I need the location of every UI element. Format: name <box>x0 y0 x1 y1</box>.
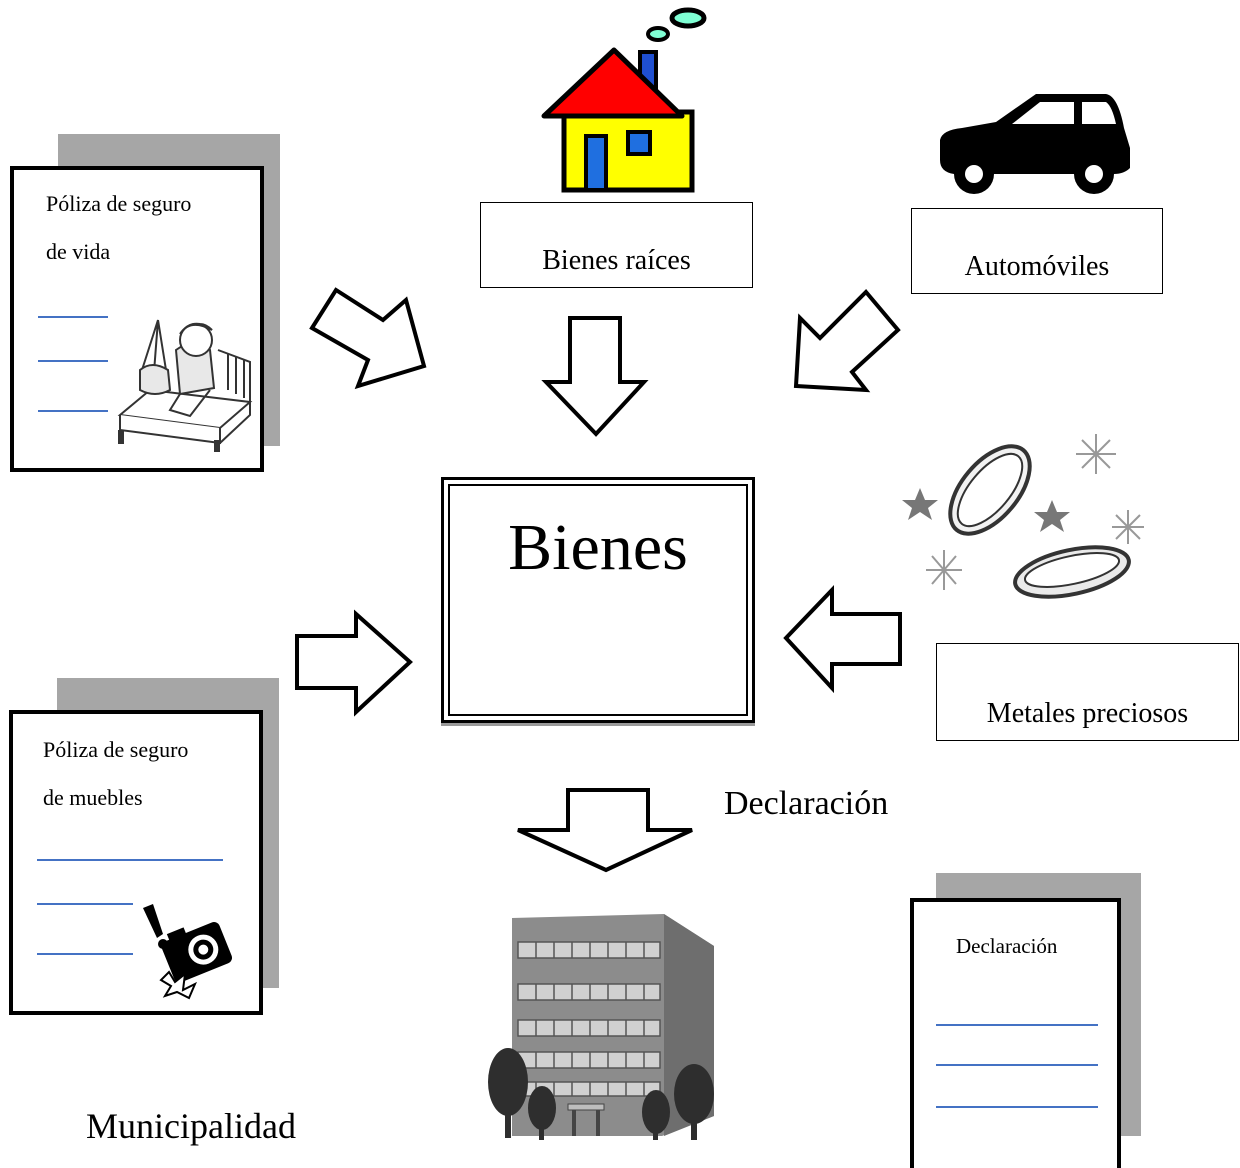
life-policy-document: Póliza de seguro de vida <box>10 166 264 472</box>
life-policy-title-line2: de vida <box>46 239 111 264</box>
life-policy-title-line1: Póliza de seguro <box>46 191 192 216</box>
rings-icon <box>902 434 1144 599</box>
furniture-policy-title-line2: de muebles <box>43 785 143 810</box>
declaration-document: Declaración <box>910 898 1121 1168</box>
declaration-doc-title: Declaración <box>956 934 1058 958</box>
furniture-policy-title-line1: Póliza de seguro <box>43 737 189 762</box>
declaration-doc-rule-3 <box>936 1106 1098 1108</box>
arrow-life-policy-to-assets <box>309 287 427 390</box>
broken-camera-icon <box>143 904 232 1000</box>
life-policy-rule-3 <box>38 410 108 412</box>
center-assets-inner-border <box>448 484 748 716</box>
arrow-cars-to-assets <box>793 289 901 393</box>
arrow-furniture-policy-to-assets <box>295 609 413 717</box>
declaration-flow-label: Declaración <box>724 785 889 822</box>
life-policy-rule-2 <box>38 360 108 362</box>
municipality-label: Municipalidad <box>86 1106 296 1146</box>
declaration-doc-rule-1 <box>936 1024 1098 1026</box>
arrow-real-estate-to-assets <box>541 316 649 437</box>
real-estate-label: Bienes raíces <box>480 202 753 288</box>
furniture-policy-title: Póliza de seguro de muebles <box>43 726 188 822</box>
furniture-policy-rule-3 <box>37 953 133 955</box>
declaration-doc-rule-2 <box>936 1064 1098 1066</box>
arrow-assets-to-municipality <box>517 788 693 873</box>
house-icon <box>541 7 707 193</box>
cars-label: Automóviles <box>911 208 1163 294</box>
furniture-policy-rule-2 <box>37 903 133 905</box>
center-assets-box: Bienes <box>441 477 755 723</box>
center-assets-title: Bienes <box>508 511 688 584</box>
furniture-policy-document: Póliza de seguro de muebles <box>9 710 263 1015</box>
furniture-policy-rule-1 <box>37 859 223 861</box>
car-icon <box>940 94 1130 194</box>
arrow-metals-to-assets <box>783 585 902 694</box>
municipality-building-icon <box>488 914 714 1140</box>
injured-person-icon <box>117 319 253 452</box>
life-policy-rule-1 <box>38 316 108 318</box>
precious-metals-label: Metales preciosos <box>936 643 1239 741</box>
life-policy-title: Póliza de seguro de vida <box>46 180 191 276</box>
